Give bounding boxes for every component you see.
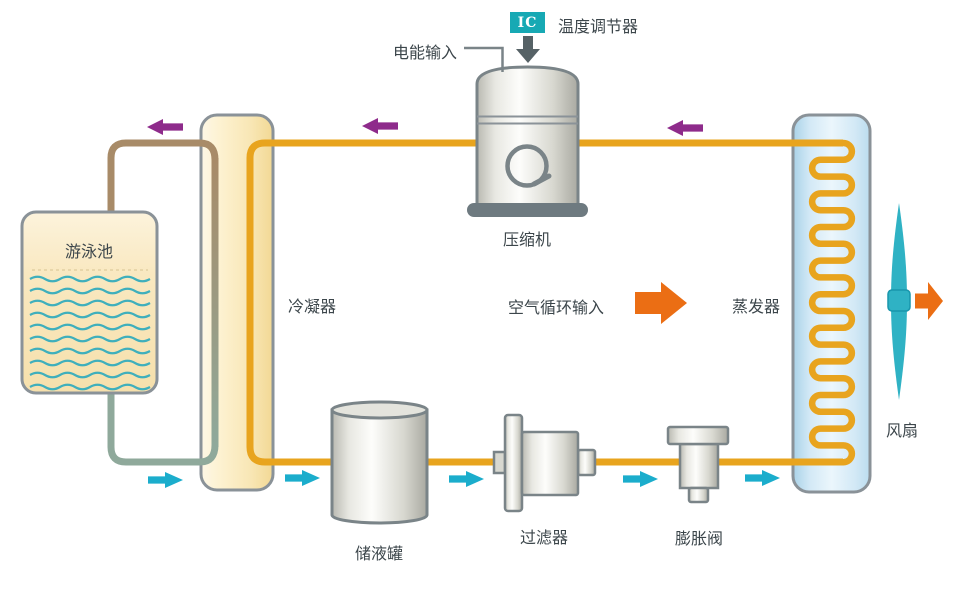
compressor-symbol-icon	[505, 144, 549, 188]
cold-flow-arrow-icon	[148, 472, 183, 488]
expansion-valve-nub	[687, 486, 710, 504]
pool-label: 游泳池	[65, 244, 114, 261]
pool-wave-line	[29, 323, 151, 331]
condenser-body	[199, 113, 275, 492]
filter-outlet-nub	[576, 448, 597, 477]
fan-label: 风扇	[886, 423, 919, 440]
refrigerant-loop-pipe	[246, 139, 843, 466]
evaporator-coil	[793, 139, 856, 466]
compressor-base	[467, 203, 588, 217]
air-input-label: 空气循环输入	[508, 300, 605, 317]
receiver-tank-top	[330, 400, 429, 420]
pool-wave-line	[29, 371, 151, 379]
compressor-label: 压缩机	[503, 232, 552, 249]
pool-waves	[29, 275, 151, 391]
fan-hub	[887, 289, 911, 312]
cold-flow-arrow-icon	[745, 470, 780, 486]
cool-water-pipe	[107, 390, 219, 466]
evaporator-body	[791, 113, 872, 494]
filter-label: 过滤器	[520, 530, 569, 547]
receiver-tank-label: 储液罐	[355, 546, 404, 563]
hot-flow-arrow-icon	[667, 120, 703, 136]
condenser-label: 冷凝器	[288, 299, 337, 316]
expansion-valve-body	[678, 442, 720, 490]
cold-flow-arrow-icon	[285, 470, 320, 486]
pool-wave-line	[29, 335, 151, 343]
pool-wave-line	[29, 311, 151, 319]
hot-flow-arrow-icon	[362, 118, 398, 134]
filter-body	[520, 430, 580, 497]
warm-water-pipe	[107, 139, 219, 215]
air-input-arrow-icon	[635, 282, 687, 324]
hot-flow-arrow-icon	[147, 119, 183, 135]
thermostat-label: 温度调节器	[558, 19, 639, 36]
compressor-band-line	[477, 115, 578, 125]
power-input-label: 电能输入	[393, 45, 458, 62]
pool-wave-line	[29, 275, 151, 283]
pool-wave-line	[29, 299, 151, 307]
compressor-body	[475, 65, 580, 207]
expansion-valve-cap	[666, 425, 730, 446]
compressor-symbol-tail	[531, 173, 552, 187]
pool-wave-line	[29, 287, 151, 295]
filter-flange	[503, 413, 524, 513]
power-line	[464, 46, 504, 72]
expansion-valve-label: 膨胀阀	[675, 531, 724, 548]
receiver-tank-body	[330, 408, 429, 525]
thermostat-arrow-icon	[516, 36, 540, 63]
pool-wave-line	[29, 383, 151, 391]
fan-airflow-arrow-icon	[915, 282, 943, 320]
filter-inlet-nub	[492, 450, 507, 475]
pool-wave-line	[29, 359, 151, 367]
cold-flow-arrow-icon	[623, 471, 658, 487]
evaporator-label: 蒸发器	[732, 299, 781, 316]
ic-badge: IC	[510, 12, 545, 33]
pool-wave-line	[29, 347, 151, 355]
cold-flow-arrow-icon	[449, 471, 484, 487]
